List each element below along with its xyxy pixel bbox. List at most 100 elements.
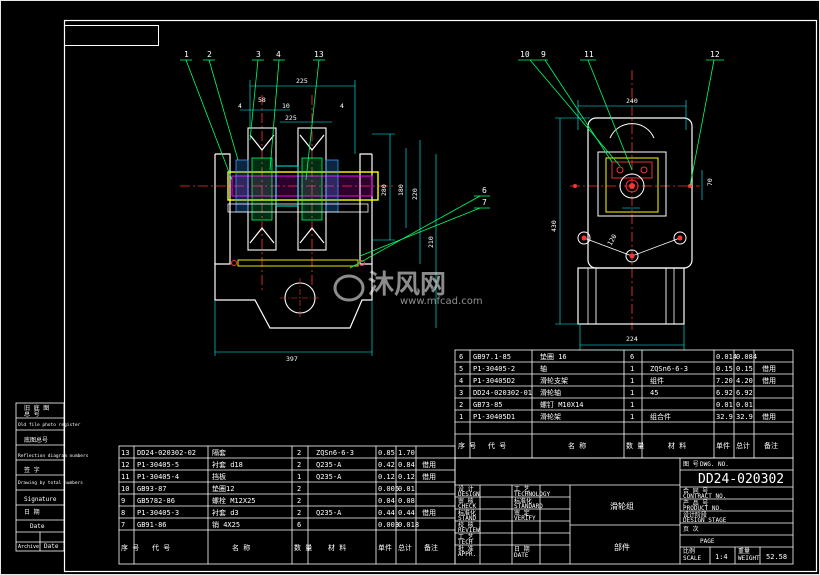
callout-2: 2 <box>207 50 212 59</box>
table-cell-no: 5 <box>459 365 463 373</box>
table-cell-material: 45 <box>650 389 658 397</box>
lt-header-total: 总计 <box>398 543 412 552</box>
table-cell-name: 滑轮支架 <box>540 376 568 385</box>
table-cell-qty: 1 <box>630 413 634 421</box>
corner-box <box>64 25 159 46</box>
table-cell-code: GB93-87 <box>137 485 167 493</box>
tb-label-design-en: DESIGN <box>458 491 480 498</box>
table-cell-total_w: 0.018 <box>398 521 419 529</box>
lt-header-unit: 单件 <box>378 543 392 552</box>
tb-mid-std: 标准化 <box>514 497 532 505</box>
table-cell-qty: 1 <box>630 401 634 409</box>
table-cell-note: 借用 <box>422 460 436 469</box>
ls-signature: Signature <box>24 496 57 503</box>
rt-header-total: 总计 <box>736 441 750 450</box>
side-dim-240: 240 <box>626 97 638 105</box>
table-cell-total_w: 0.84 <box>398 461 415 469</box>
tb-dwg-no-label: 图 号 <box>683 461 699 468</box>
table-cell-name: 垫圈 16 <box>540 352 567 361</box>
table-cell-code: GB5782-86 <box>137 497 175 505</box>
tb-dwg-no-en: DWG. NO. <box>700 461 729 468</box>
ls-reflection-en: Reflection diagram numbers <box>18 453 89 459</box>
drawing-number: DD24-020302 <box>698 472 784 487</box>
tb-mid-std-en: STANDARD <box>514 503 543 510</box>
callout-13: 13 <box>314 50 324 59</box>
table-cell-total_w: 0.08 <box>398 497 415 505</box>
callout-9: 9 <box>541 50 546 59</box>
table-cell-unit_w: 32.9 <box>716 413 733 421</box>
table-cell-material: Q235-A <box>316 473 342 481</box>
table-cell-name: 垫圈12 <box>212 484 234 493</box>
tb-page-label: 页 次 <box>683 525 699 533</box>
watermark: 沐风网 www.mfcad.com <box>333 270 483 307</box>
lt-header-note: 备注 <box>424 543 438 552</box>
parts-table-left <box>118 445 456 565</box>
table-cell-name: 滑轮轴 <box>540 388 561 397</box>
drawing-parts-label: 部件 <box>614 542 630 552</box>
lt-header-material: 材 料 <box>328 543 346 552</box>
front-dim-220: 220 <box>411 188 419 200</box>
ls-drawing-en: Drawing by total numbers <box>18 480 83 486</box>
side-dim-224: 224 <box>626 335 638 343</box>
side-dim-430: 430 <box>550 220 558 232</box>
left-strip-text: 旧 底 图 总 号 Old file photo register 底图总号 R… <box>18 404 89 550</box>
table-cell-unit_w: 0.04 <box>378 497 395 505</box>
tb-weight-en: WEIGHT <box>738 555 760 562</box>
front-dim-58: 58 <box>258 96 266 104</box>
callout-3: 3 <box>256 50 261 59</box>
ls-date: 日 期 <box>24 508 40 516</box>
tb-mid-tech-en: TECHNOLOGY <box>514 491 551 498</box>
table-cell-qty: 1 <box>630 365 634 373</box>
table-cell-unit_w: 0.014 <box>716 353 737 361</box>
table-cell-code: GB91-86 <box>137 521 167 529</box>
table-cell-name: 螺钉 M10X14 <box>540 400 584 409</box>
table-cell-no: 12 <box>121 461 129 469</box>
tb-product-label: 产 品 号 <box>683 499 708 507</box>
lt-header-name: 名 称 <box>232 543 250 552</box>
table-cell-code: DD24-020302-02 <box>137 449 196 457</box>
tb-label-tech: 工 艺 <box>458 533 474 541</box>
tb-mid-tech: 工 艺 <box>514 485 530 493</box>
table-cell-material: ZQSn6-6-3 <box>650 365 688 373</box>
table-cell-material: Q235-A <box>316 509 342 517</box>
table-cell-unit_w: 0.01 <box>716 401 733 409</box>
table-cell-no: 11 <box>121 473 129 481</box>
ls-archive: Archive <box>18 544 39 550</box>
table-cell-total_w: 0.15 <box>736 365 753 373</box>
table-cell-material: Q235-A <box>316 461 342 469</box>
table-cell-no: 1 <box>459 413 463 421</box>
callout-1: 1 <box>184 50 189 59</box>
inner-frame <box>63 19 818 573</box>
tb-scale-en: SCALE <box>683 555 701 562</box>
tb-stage-en: DESIGN STAGE <box>683 517 727 524</box>
side-dim-70: 70 <box>706 178 714 186</box>
table-cell-total_w: 1.70 <box>398 449 415 457</box>
tb-weight-label: 重量 <box>738 547 750 555</box>
parts-table-right-header: 序 号 代 号 名 称 数 量 材 料 单件 总计 备注 <box>458 441 778 450</box>
ls-date-en: Date <box>30 523 45 530</box>
front-dim-225-top: 225 <box>296 77 308 85</box>
tb-label-design: 设 计 <box>458 485 474 493</box>
front-view: 225 4 58 10 225 4 280 180 220 210 397 1 … <box>180 50 490 363</box>
watermark-brand: 沐风网 <box>368 270 446 300</box>
callout-12: 12 <box>710 50 720 59</box>
table-cell-code: P1-30405D2 <box>473 377 515 385</box>
table-cell-total_w: 6.92 <box>736 389 753 397</box>
front-dim-4-right: 4 <box>340 102 344 110</box>
tb-contract-en: CONTRACT NO. <box>683 493 726 500</box>
table-cell-qty: 2 <box>297 449 301 457</box>
tb-page-en: PAGE <box>700 538 715 545</box>
table-cell-code: DD24-020302-01 <box>473 389 532 397</box>
left-strip <box>15 402 65 552</box>
rt-header-name: 名 称 <box>568 441 586 450</box>
ls-archive-date: Date <box>44 543 59 550</box>
tb-contract-label: 合 同 号 <box>683 487 708 495</box>
drawing-weight: 52.58 <box>766 553 787 561</box>
tb-label-appr-en: APPR. <box>458 551 476 558</box>
table-cell-no: 7 <box>121 521 125 529</box>
table-cell-qty: 6 <box>630 353 634 361</box>
table-cell-unit_w: 0.003 <box>378 521 399 529</box>
tb-stage-label: 设计阶段 <box>683 511 707 519</box>
